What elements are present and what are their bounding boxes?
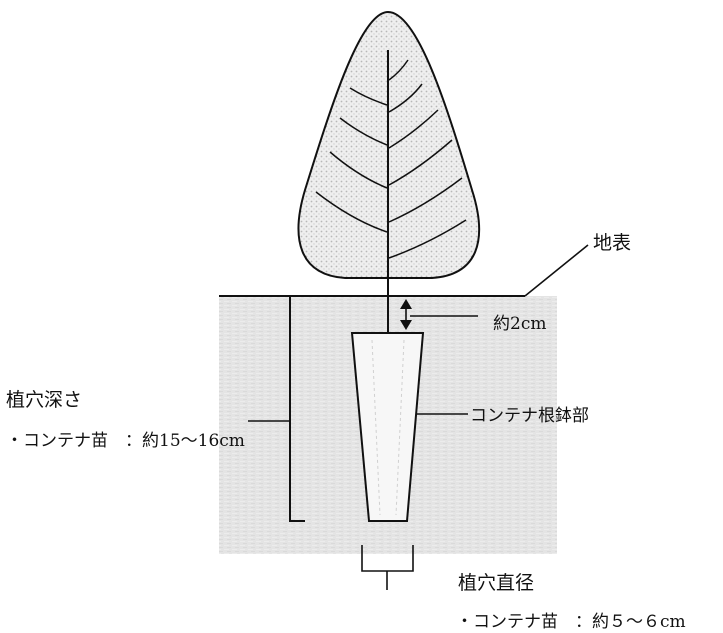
hole-depth-title: 植穴深さ [6, 389, 82, 411]
hole-depth-item: ・コンテナ苗 ：約15～16cm [6, 431, 245, 451]
ground-surface-label: 地表 [593, 232, 631, 254]
hole-diameter-title: 植穴直径 [458, 572, 534, 594]
hole-depth-bracket [289, 295, 305, 522]
container-root-ball [350, 332, 425, 522]
depth-2cm-arrowhead-top [400, 299, 412, 309]
root-ball-label: コンテナ根鉢部 [470, 406, 589, 426]
depth-2cm-arrowhead-bottom [400, 320, 412, 330]
ground-leader-line [524, 244, 589, 297]
depth-2cm-label: 約2cm [493, 314, 546, 334]
hole-diameter-item: ・コンテナ苗 ：約５～６cm [456, 612, 686, 632]
tree-branches [315, 59, 467, 259]
root-ball-dashes [371, 339, 405, 516]
